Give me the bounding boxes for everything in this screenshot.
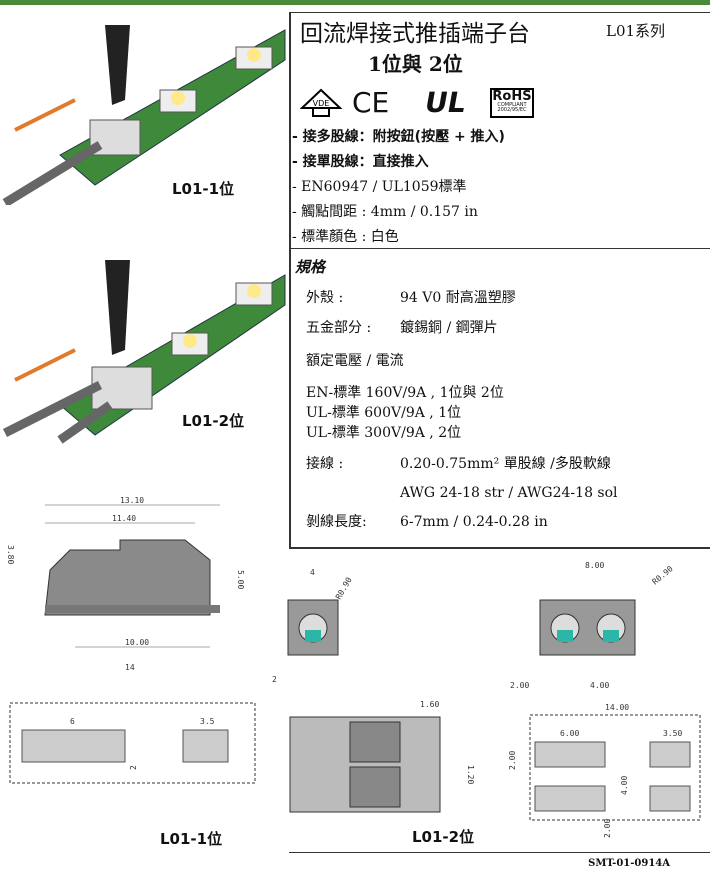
product-subtitle: 1位與 2位 [368, 52, 463, 76]
rohs-text: RoHS [492, 89, 532, 104]
housing-value: 94 V0 耐高溫塑膠 [400, 290, 516, 306]
strip-value: 6-7mm / 0.24-0.28 in [400, 514, 548, 530]
bullet-color: - 標準顏色 : 白色 [292, 229, 399, 245]
series-label: L01系列 [606, 22, 666, 40]
pad-layout-1pin: 14 6 3.5 2 [9, 663, 256, 784]
top-bar [0, 0, 710, 5]
dim-side-4: 5.00 [236, 570, 245, 589]
dim-pad2-w: 14.00 [605, 703, 629, 712]
rohs-directive: 2002/95/EC [497, 107, 527, 113]
dim-pad1-a: 6 [70, 717, 75, 726]
dim-f1-h: 2 [272, 675, 277, 684]
rohs-compliant: COMPLIANT [497, 102, 527, 108]
vde-icon: VDE [300, 88, 342, 117]
dim-pad2-b: 3.50 [663, 729, 682, 738]
metal-label: 五金部分 : [306, 320, 372, 336]
front-view-2pin: 8.00 R0.90 2.00 4.00 [510, 561, 675, 690]
ul-icon: UL [422, 86, 469, 119]
pad-label-1pin: L01-1位 [160, 830, 223, 848]
metal-value: 鍍錫銅 / 鋼彈片 [400, 320, 498, 336]
top-view-2pin: 1.60 1.20 [289, 700, 475, 813]
dim-pad1-h: 2 [129, 765, 138, 770]
strip-label: 剝線長度: [306, 514, 367, 530]
wire-label: 接線 : [306, 456, 344, 472]
ce-icon: CE [352, 86, 390, 119]
spec-heading: 規格 [295, 258, 326, 276]
image-label-2pin: L01-2位 [182, 412, 245, 430]
dim-side-2: 11.40 [112, 514, 136, 523]
spec-box [289, 12, 710, 549]
bullet-stranded: - 接多股線：附按鈕(按壓 + 推入) [292, 129, 505, 145]
product-title: 回流焊接式推插端子台 [300, 21, 530, 47]
dim-pad1-w: 14 [125, 663, 135, 672]
bullet-solid: - 接單股線：直接推入 [292, 154, 429, 170]
bullet-standard: - EN60947 / UL1059標準 [292, 179, 467, 195]
rohs-icon: RoHS COMPLIANT 2002/95/EC [490, 88, 534, 118]
dim-pad2-p: 4.00 [620, 776, 629, 795]
image-label-1pin: L01-1位 [172, 180, 235, 198]
dim-f2-w: 8.00 [585, 561, 604, 570]
dim-f2-h: 2.00 [510, 681, 529, 690]
housing-label: 外殼 : [306, 290, 344, 306]
pad-label-2pin: L01-2位 [412, 828, 475, 846]
vde-text: VDE [313, 99, 330, 108]
dim-top-a: 1.60 [420, 700, 439, 709]
dim-pad2-h: 2.00 [508, 751, 517, 770]
rating-label: 額定電壓 / 電流 [306, 353, 404, 369]
divider [289, 248, 710, 249]
document-code: SMT-01-0914A [588, 858, 670, 869]
dim-f1-r: R0.90 [334, 575, 354, 601]
pad-layout-2pin: 14.00 6.00 3.50 2.00 4.00 2.00 [508, 703, 701, 838]
wire-awg: AWG 24-18 str / AWG24-18 sol [400, 485, 618, 501]
dim-side-5: 10.00 [125, 638, 149, 647]
dim-pad2-a: 6.00 [560, 729, 579, 738]
footer-line [289, 852, 710, 853]
dim-top-b: 1.20 [466, 765, 475, 784]
product-image-2pin [2, 260, 286, 444]
dim-side-3: 3.80 [6, 545, 15, 564]
product-image-1pin [2, 25, 286, 205]
rating-ul-1: UL-標準 600V/9A , 1位 [306, 405, 462, 421]
side-view-drawing: 13.10 11.40 3.80 5.00 10.00 [6, 496, 245, 648]
dim-side-1: 13.10 [120, 496, 144, 505]
dim-f2-p: 4.00 [590, 681, 609, 690]
bullet-pitch: - 觸點間距 : 4mm / 0.157 in [292, 204, 478, 220]
front-view-1pin: 4 R0.90 2 [272, 568, 354, 684]
dim-f2-r: R0.90 [651, 564, 675, 586]
wire-value: 0.20-0.75mm² 單股線 /多股軟線 [400, 456, 611, 472]
rating-en: EN-標準 160V/9A , 1位與 2位 [306, 385, 504, 401]
rating-ul-2: UL-標準 300V/9A , 2位 [306, 425, 462, 441]
dim-pad1-b: 3.5 [200, 717, 215, 726]
dim-pad2-h2: 2.00 [603, 819, 612, 838]
dim-f1-w: 4 [310, 568, 315, 577]
